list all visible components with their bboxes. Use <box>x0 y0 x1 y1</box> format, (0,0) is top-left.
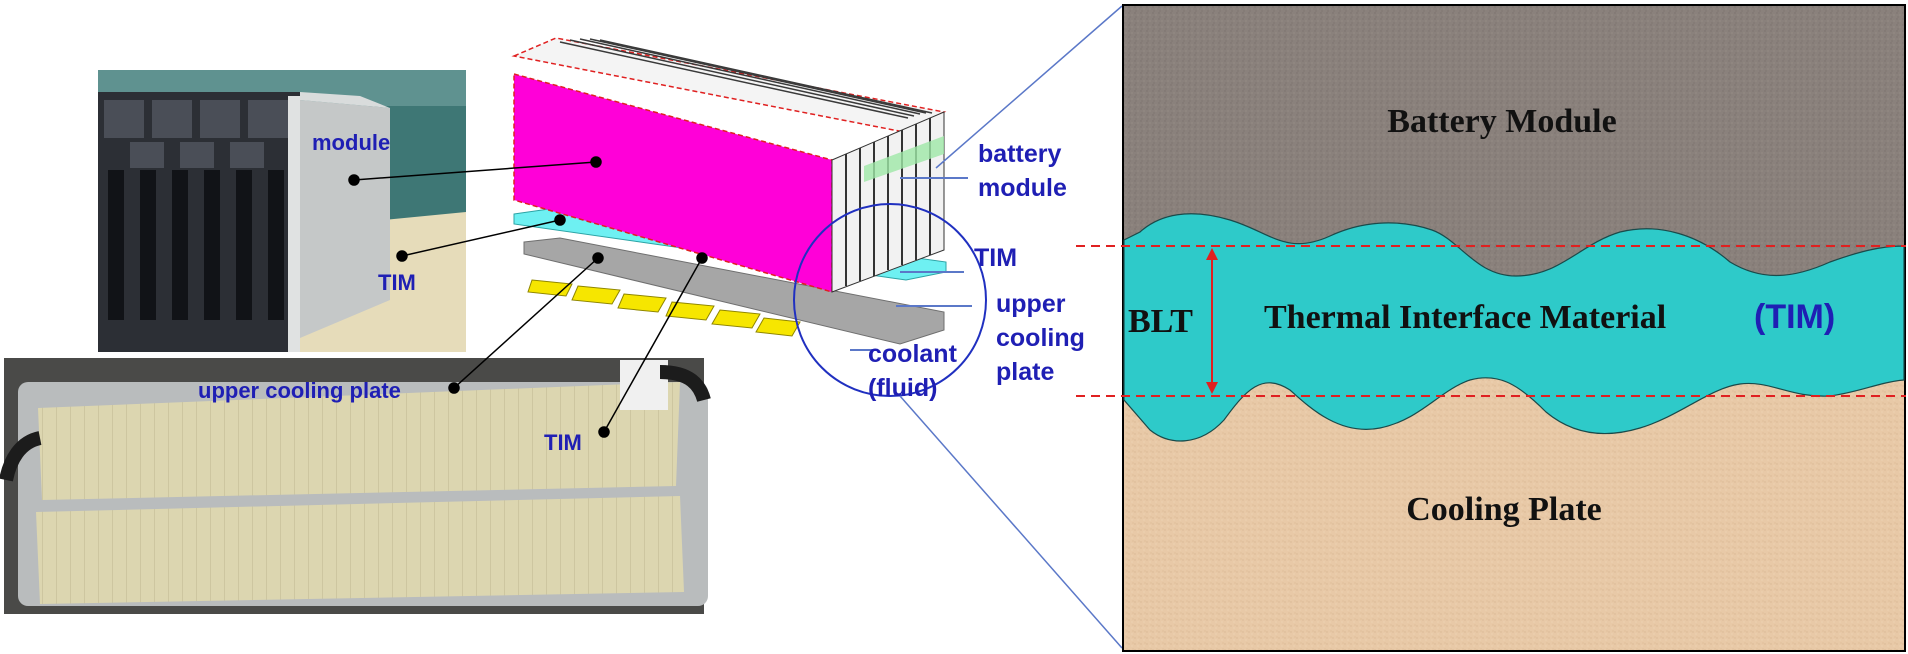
module-photo <box>98 70 466 352</box>
cs-blt-label: BLT <box>1128 303 1193 340</box>
cs-cooling-plate-label: Cooling Plate <box>1406 491 1601 528</box>
cross-section <box>1076 4 1906 652</box>
cross-section-labels: Battery Module Thermal Interface Materia… <box>1128 103 1835 528</box>
leader-lines <box>348 156 708 438</box>
pack-upper-cooling-plate <box>523 237 945 345</box>
pack-tim-label: TIM <box>974 244 1017 272</box>
pack-upper-cooling-line1: upper <box>996 290 1066 318</box>
cs-tim-abbr: (TIM) <box>1754 298 1835 336</box>
plate-photo-plate-label: upper cooling plate <box>198 378 401 403</box>
pack-upper-cooling-line3: plate <box>996 358 1054 386</box>
pack-module-end-cells <box>831 111 945 293</box>
pack-module-face <box>513 73 833 293</box>
plate-photo-tim-label: TIM <box>544 430 582 455</box>
callout-arrows <box>850 177 972 351</box>
blt-dimension <box>1076 245 1906 397</box>
pack-battery-module-label-line2: module <box>978 174 1067 202</box>
pack-coolant-line1: coolant <box>868 340 958 368</box>
pack-diagram <box>511 5 1123 649</box>
module-photo-tim-label: TIM <box>378 270 416 295</box>
pack-upper-cooling-line2: cooling <box>996 324 1085 352</box>
tim-region <box>1123 213 1905 442</box>
pack-battery-module-label-line1: battery <box>978 140 1061 168</box>
cs-tim-label: Thermal Interface Material <box>1264 299 1666 336</box>
module-photo-module-label: module <box>312 130 390 155</box>
photo-labels: module TIM upper cooling plate TIM <box>198 130 582 455</box>
pack-cell-fins <box>559 38 933 119</box>
battery-module-region <box>1124 6 1904 276</box>
cooling-plate-photo <box>0 358 711 614</box>
module-photo-slots <box>108 170 284 320</box>
pack-detail-circle <box>793 203 987 397</box>
pack-labels: battery module TIM upper cooling plate c… <box>868 140 1085 402</box>
cs-battery-module-label: Battery Module <box>1387 103 1616 140</box>
pack-coolant-line2: (fluid) <box>868 374 937 402</box>
